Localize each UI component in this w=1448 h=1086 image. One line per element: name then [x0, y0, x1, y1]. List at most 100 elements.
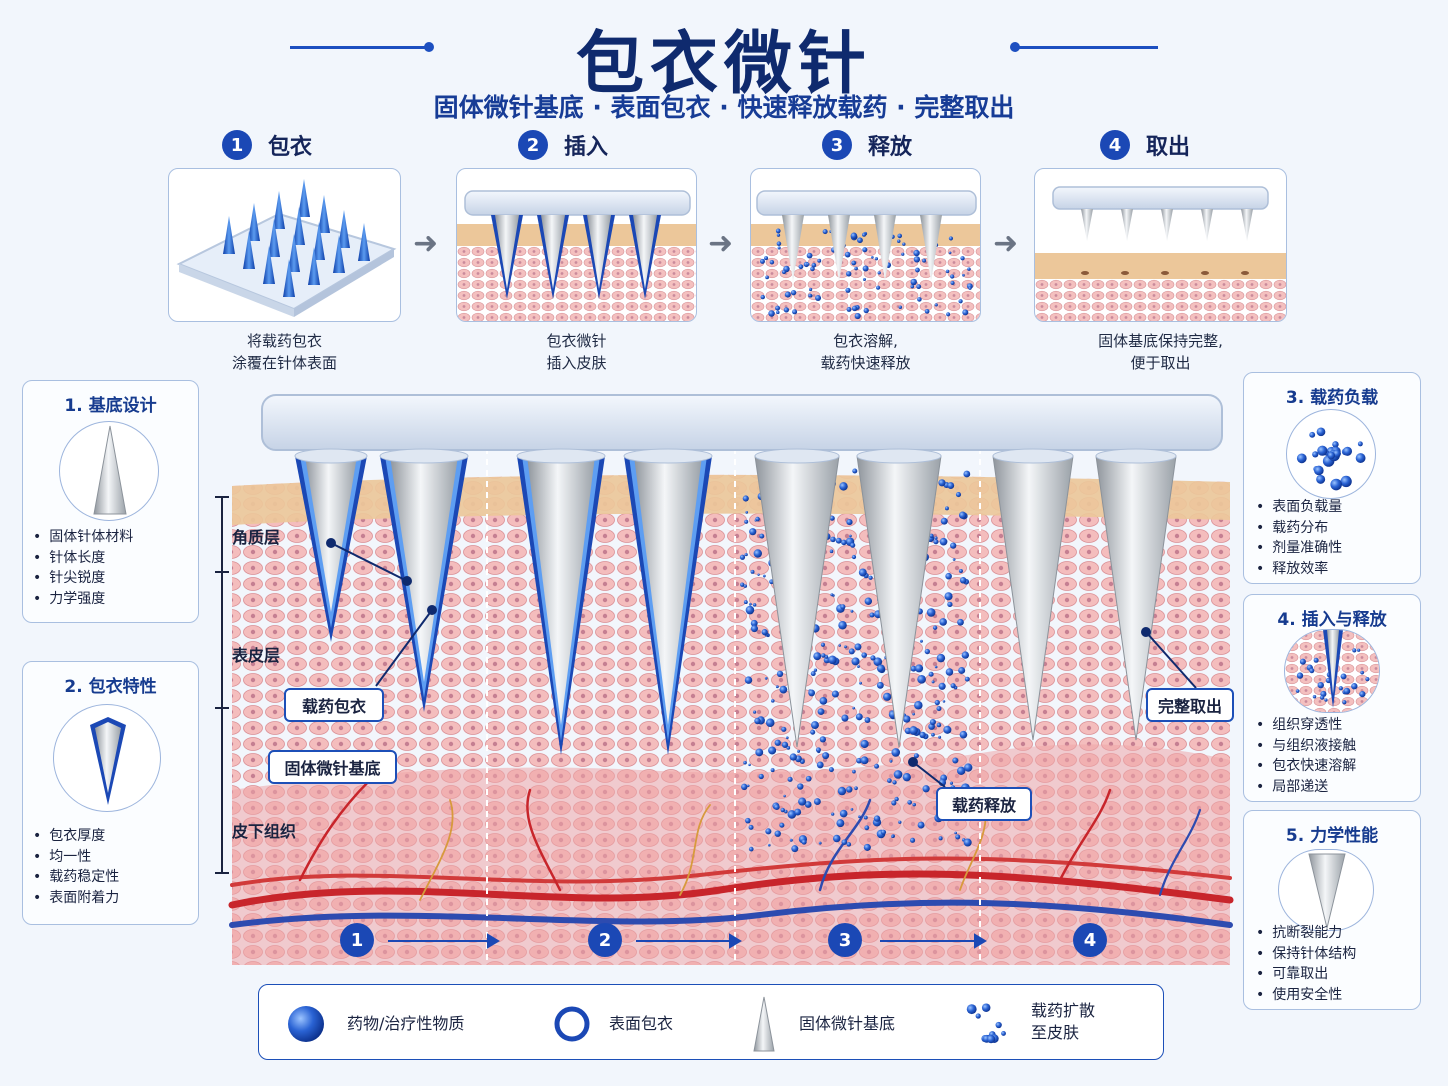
- blood-vessels: [228, 778, 1234, 928]
- title-rule-left: [290, 46, 430, 49]
- removal-illustration: [1035, 186, 1286, 321]
- step-header-3: 3 释放: [822, 128, 912, 162]
- drug-particles-icon: [1286, 409, 1376, 499]
- list-item: 剂量准确性: [1256, 538, 1342, 559]
- list-item: 局部递送: [1256, 777, 1356, 798]
- bottom-step-3: 3: [828, 923, 862, 957]
- step-title-1: 包衣: [268, 135, 313, 160]
- list-item: 可靠取出: [1256, 964, 1356, 985]
- caption-2-line-1: 包衣微针: [546, 332, 607, 350]
- stratum-corneum-layer: [232, 474, 1230, 525]
- release-illustration: [751, 190, 980, 321]
- list-item: 均一性: [33, 847, 119, 868]
- bottom-step-2: 2: [588, 923, 622, 957]
- step-panel-coating: [168, 168, 401, 322]
- title-dot-right: [1010, 42, 1020, 52]
- solid-needle-legend-icon: [753, 996, 775, 1052]
- panel-base-design: 1. 基底设计 固体针体材料 针体长度 针尖锐度 力学强度: [22, 380, 199, 623]
- bottom-step-4: 4: [1073, 923, 1107, 957]
- list-item: 与组织液接触: [1256, 736, 1356, 757]
- insertion-illustration: [457, 190, 696, 321]
- caption-3-line-1: 包衣溶解,: [833, 332, 898, 350]
- solid-needle-icon: [59, 421, 159, 521]
- caption-step-2: 包衣微针 插入皮肤: [456, 330, 697, 374]
- list-item: 固体针体材料: [33, 527, 133, 548]
- list-item: 包衣厚度: [33, 826, 119, 847]
- step-number-3: 3: [822, 130, 852, 160]
- step-arrow-1: ➜: [413, 226, 439, 261]
- panel-mechanical: 5. 力学性能 抗断裂能力 保持针体结构 可靠取出 使用安全性: [1243, 810, 1421, 1010]
- list-item: 针体长度: [33, 548, 133, 569]
- main-needles: [294, 448, 1177, 755]
- label-subcutaneous: 皮下组织: [232, 822, 297, 841]
- step-number-1: 1: [222, 130, 252, 160]
- step-panel-release: [750, 168, 981, 322]
- legend-drug: 药物/治疗性物质: [347, 1014, 465, 1033]
- step-title-2: 插入: [564, 135, 609, 160]
- legend-needle: 固体微针基底: [799, 1014, 896, 1033]
- diffusion-icon: [966, 1003, 1006, 1044]
- list-item: 针尖锐度: [33, 568, 133, 589]
- step-number-4: 4: [1100, 130, 1130, 160]
- step-header-4: 4 取出: [1100, 128, 1190, 162]
- layer-bracket: [215, 496, 229, 874]
- panel-coating-properties: 2. 包衣特性 包衣厚度 均一性 载药稳定性 表面附着力: [22, 661, 199, 925]
- list-item: 保持针体结构: [1256, 944, 1356, 965]
- needle-strength-icon: [1278, 849, 1374, 931]
- caption-1-line-1: 将载药包衣: [246, 332, 322, 350]
- step-panel-remove: [1034, 168, 1287, 322]
- list-item: 载药分布: [1256, 518, 1342, 539]
- legend-diffusion: 载药扩散 至皮肤: [1031, 1000, 1095, 1044]
- step-number-2: 2: [518, 130, 548, 160]
- caption-step-4: 固体基底保持完整, 便于取出: [1034, 330, 1287, 374]
- list-item: 释放效率: [1256, 559, 1342, 580]
- list-item: 表面附着力: [33, 888, 119, 909]
- coated-patch-illustration: [176, 179, 397, 317]
- panel-mechanical-title: 5. 力学性能: [1285, 826, 1379, 846]
- list-item: 使用安全性: [1256, 985, 1356, 1006]
- legend-diffusion-line-2: 至皮肤: [1031, 1023, 1080, 1042]
- bottom-step-1: 1: [340, 923, 374, 957]
- step-header-2: 2 插入: [518, 128, 608, 162]
- panel-base-design-list: 固体针体材料 针体长度 针尖锐度 力学强度: [33, 527, 133, 609]
- step-panel-insert: [456, 168, 697, 322]
- step-title-4: 取出: [1146, 135, 1191, 160]
- panel-coating-list: 包衣厚度 均一性 载药稳定性 表面附着力: [33, 826, 119, 908]
- list-item: 抗断裂能力: [1256, 923, 1356, 944]
- panel-coating-title: 2. 包衣特性: [64, 677, 157, 697]
- callout-complete-removal: 完整取出: [1146, 688, 1234, 722]
- panel-base-design-title: 1. 基底设计: [64, 396, 157, 416]
- page-title: 包衣微针: [575, 25, 872, 104]
- panel-drug-loading-title: 3. 载药负载: [1285, 388, 1379, 408]
- step-arrow-3: ➜: [993, 226, 1019, 261]
- caption-1-line-2: 涂覆在针体表面: [231, 354, 337, 372]
- list-item: 组织穿透性: [1256, 715, 1356, 736]
- panel-drug-loading: 3. 载药负载 表面负载量 载药分布 剂量准确性 释放效率: [1243, 372, 1421, 584]
- panel-drug-loading-list: 表面负载量 载药分布 剂量准确性 释放效率: [1256, 497, 1342, 579]
- step-title-3: 释放: [868, 135, 913, 160]
- legend-diffusion-line-1: 载药扩散: [1031, 1001, 1096, 1020]
- legend: 药物/治疗性物质 表面包衣 固体微针基底 载药扩散 至皮肤: [258, 984, 1164, 1060]
- callout-leaders: [326, 538, 1197, 788]
- callout-drug-coating: 载药包衣: [284, 688, 384, 722]
- coating-ring-icon: [554, 1006, 590, 1042]
- stage-dividers: [486, 448, 981, 960]
- label-stratum-corneum: 角质层: [232, 528, 281, 547]
- drug-ball-icon: [288, 1006, 324, 1042]
- caption-3-line-2: 载药快速释放: [820, 354, 911, 372]
- list-item: 载药稳定性: [33, 867, 119, 888]
- page-subtitle: 固体微针基底 · 表面包衣 · 快速释放载药 · 完整取出: [433, 93, 1015, 122]
- caption-4-line-2: 便于取出: [1130, 354, 1191, 372]
- step-header-1: 1 包衣: [222, 128, 312, 162]
- list-item: 表面负载量: [1256, 497, 1342, 518]
- legend-coating: 表面包衣: [609, 1014, 674, 1033]
- caption-step-1: 将载药包衣 涂覆在针体表面: [168, 330, 401, 374]
- callout-solid-base: 固体微针基底: [268, 750, 397, 784]
- caption-2-line-2: 插入皮肤: [546, 354, 607, 372]
- coated-needle-icon: [53, 704, 161, 812]
- title-rule-right: [1018, 46, 1158, 49]
- list-item: 力学强度: [33, 589, 133, 610]
- caption-step-3: 包衣溶解, 载药快速释放: [750, 330, 981, 374]
- panel-insertion-release: 4. 插入与释放 组织穿透性 与组织液接触 包衣快速溶解 局部递送: [1243, 594, 1421, 802]
